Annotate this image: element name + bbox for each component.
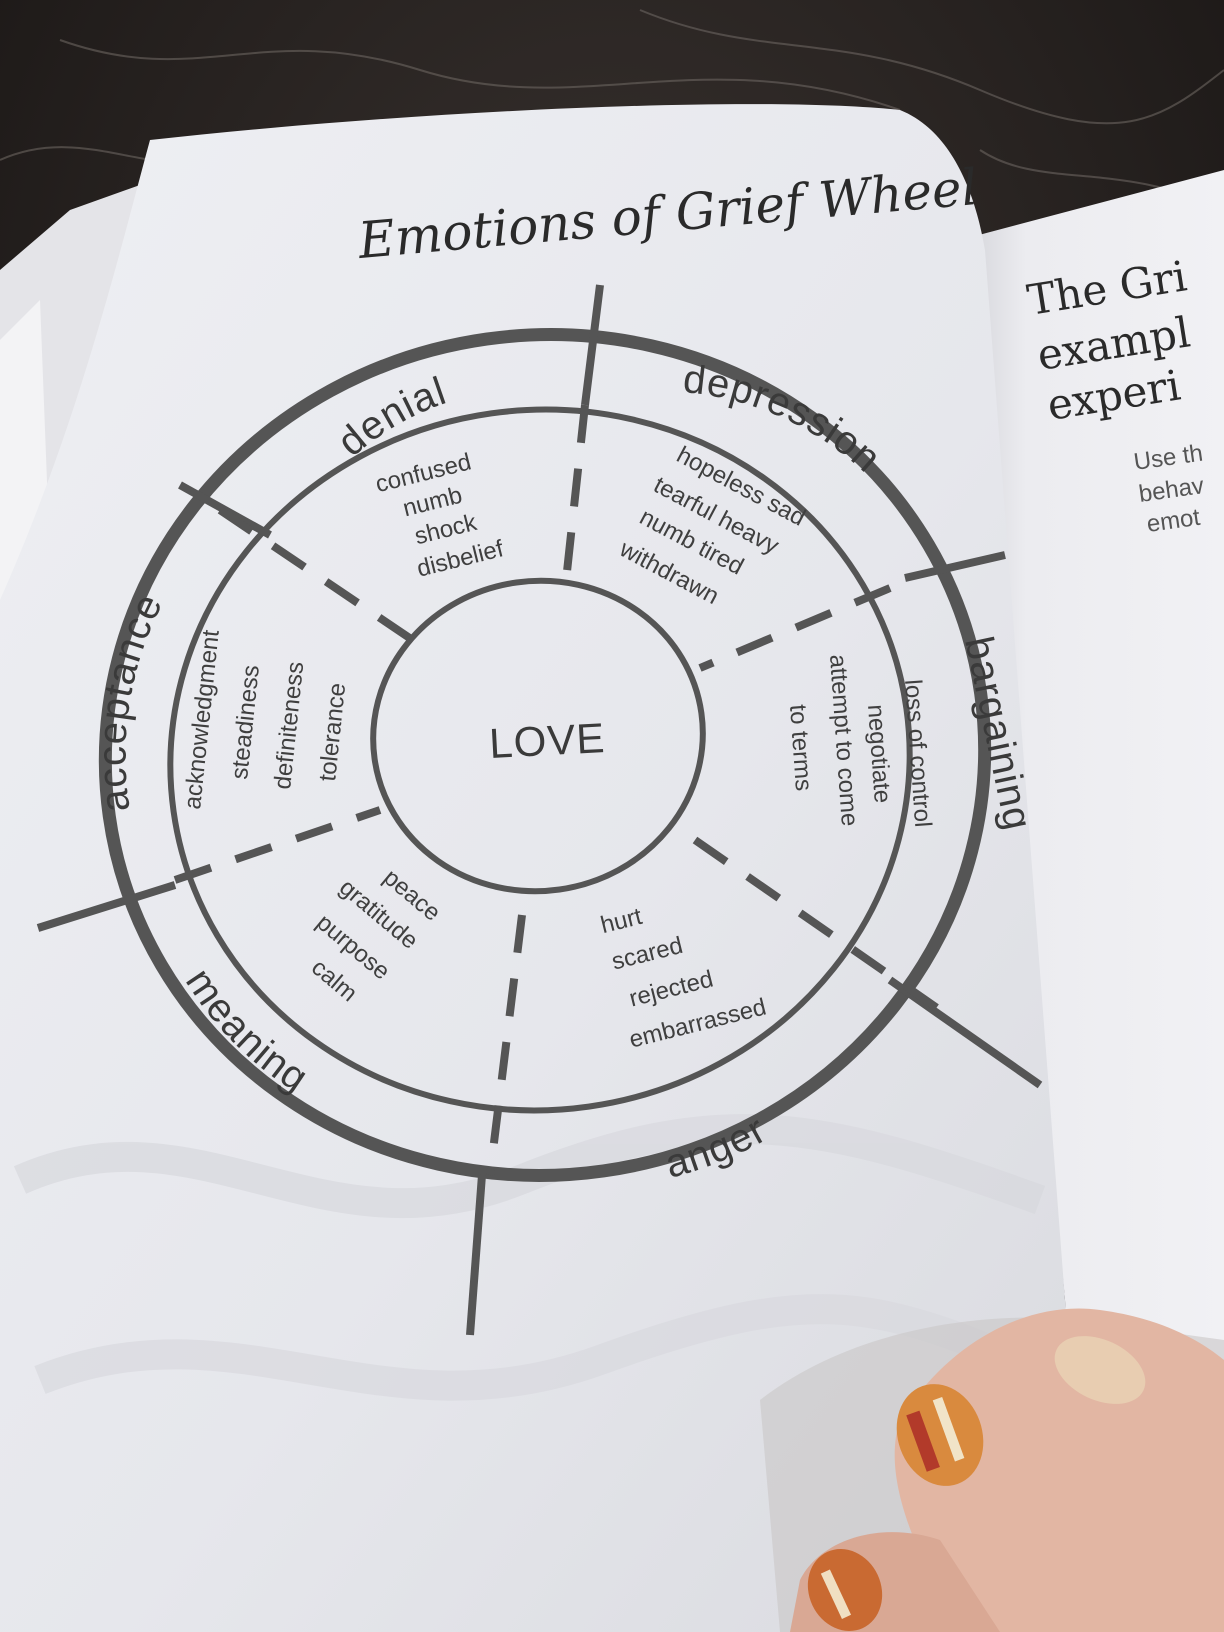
hand (760, 1308, 1224, 1632)
book-page (0, 104, 1085, 1632)
nail-patterned-2 (807, 1549, 883, 1631)
nail-pattern-stripe (820, 1569, 852, 1619)
middle-ring (167, 406, 913, 1114)
dash-lower-left (173, 806, 382, 884)
dash-lower-right (692, 836, 943, 1014)
dash-bottom (486, 914, 526, 1176)
nail-beige (1054, 1336, 1146, 1404)
emotion-word: to terms (784, 704, 817, 792)
outer-ring (98, 328, 992, 1182)
right-page (960, 170, 1224, 1632)
spoke-lower-left (36, 881, 177, 932)
spoke-bottom (466, 1174, 486, 1336)
spoke-upper-right (904, 551, 1006, 582)
spoke-top (581, 284, 604, 406)
nail-pattern-stripe (906, 1410, 940, 1472)
nail-pattern-stripe (932, 1396, 965, 1462)
inner-love-circle (370, 577, 706, 895)
dash-upper-right (698, 584, 892, 672)
dash-top (561, 404, 589, 591)
center-label: LOVE (488, 714, 606, 767)
nail-patterned (896, 1384, 984, 1486)
marble-veins (0, 9, 1224, 211)
right-page-text: The Gri exampl experi Use th behav emot (1024, 251, 1206, 538)
dash-upper-left (217, 506, 423, 649)
